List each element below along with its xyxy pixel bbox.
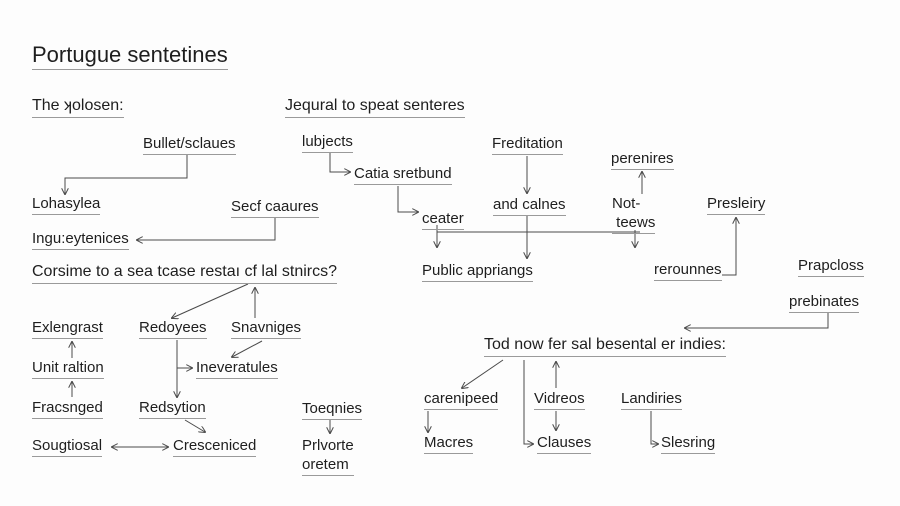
- node-presleiry: Presleiry: [707, 195, 766, 215]
- node-exlengrast: Exlengrast: [32, 319, 103, 339]
- node-redsytion: Redsytion: [139, 399, 206, 419]
- connector-todnow-to-clauses: [523, 360, 533, 444]
- node-snavniges: Snavniges: [231, 319, 302, 339]
- node-clauses: Clauses: [537, 434, 592, 454]
- connector-secf-to-ingu: [137, 218, 276, 240]
- node-ingu-eytenices: Ingu:eytenices: [32, 230, 129, 250]
- node-cresceniced: Cresceniced: [173, 437, 257, 457]
- node-lubjects: lubjects: [302, 133, 353, 153]
- connector-catia-to-ceater: [397, 186, 418, 212]
- connector-snavniges-to-ineveratules: [232, 340, 263, 357]
- node-bullet-sclaues: Bullet/sclaues: [143, 135, 236, 155]
- connector-prebinates-to-todnow: [685, 312, 829, 328]
- node-prlvorte-oretem: Prlvorte oretem: [302, 436, 354, 476]
- connector-redsytion-to-cresceniced: [184, 419, 205, 432]
- node-vidreos: Vidreos: [534, 390, 585, 410]
- node-freditation: Freditation: [492, 135, 563, 155]
- connector-bullet-to-lohasylea: [65, 155, 188, 194]
- node-and-calnes: and calnes: [493, 196, 566, 216]
- node-not-teews: Not- teews: [612, 194, 656, 234]
- node-rerounnes: rerounnes: [654, 261, 722, 281]
- node-prapcloss: Prapcloss: [798, 257, 864, 277]
- heading-tod-now: Tod now fer sal besental er indies:: [484, 335, 726, 357]
- connector-rerounnes-to-presleiry: [722, 218, 736, 276]
- node-perenires: perenires: [611, 150, 674, 170]
- node-ineveratules: Ineveratules: [196, 359, 278, 379]
- node-secf-caaures: Secf caaures: [231, 198, 319, 218]
- node-unit-raltion: Unit raltion: [32, 359, 104, 379]
- connector-landiries-to-slesring: [650, 411, 658, 444]
- node-sougtiosal: Sougtiosal: [32, 437, 103, 457]
- connector-corsime-to-redoyees: [172, 283, 249, 318]
- node-macres: Macres: [424, 434, 474, 454]
- node-catia-sretbund: Catia sretbund: [354, 165, 452, 185]
- node-prebinates: prebinates: [789, 293, 860, 313]
- node-ceater: ceater: [422, 210, 464, 230]
- heading-corsime: Corsime to a sea tcase restaı cf lal stn…: [32, 262, 337, 284]
- node-slesring: Slesring: [661, 434, 716, 454]
- node-public-appriangs: Public appriangs: [422, 262, 533, 282]
- node-landiries: Landiries: [621, 390, 682, 410]
- node-toeqnies: Toeqnies: [302, 400, 363, 420]
- heading-jequral: Jequral to speat senteres: [285, 96, 465, 118]
- heading-the-closen: The ʞolosen:: [32, 96, 124, 118]
- connector-todnow-to-carenipeed: [462, 359, 504, 388]
- page-title: Portugue sentetines: [32, 42, 228, 70]
- node-redoyees: Redoyees: [139, 319, 207, 339]
- connector-lubjects-to-catia: [329, 152, 350, 172]
- node-lohasylea: Lohasylea: [32, 195, 101, 215]
- node-fracsnged: Fracsnged: [32, 399, 103, 419]
- node-carenipeed: carenipeed: [424, 390, 499, 410]
